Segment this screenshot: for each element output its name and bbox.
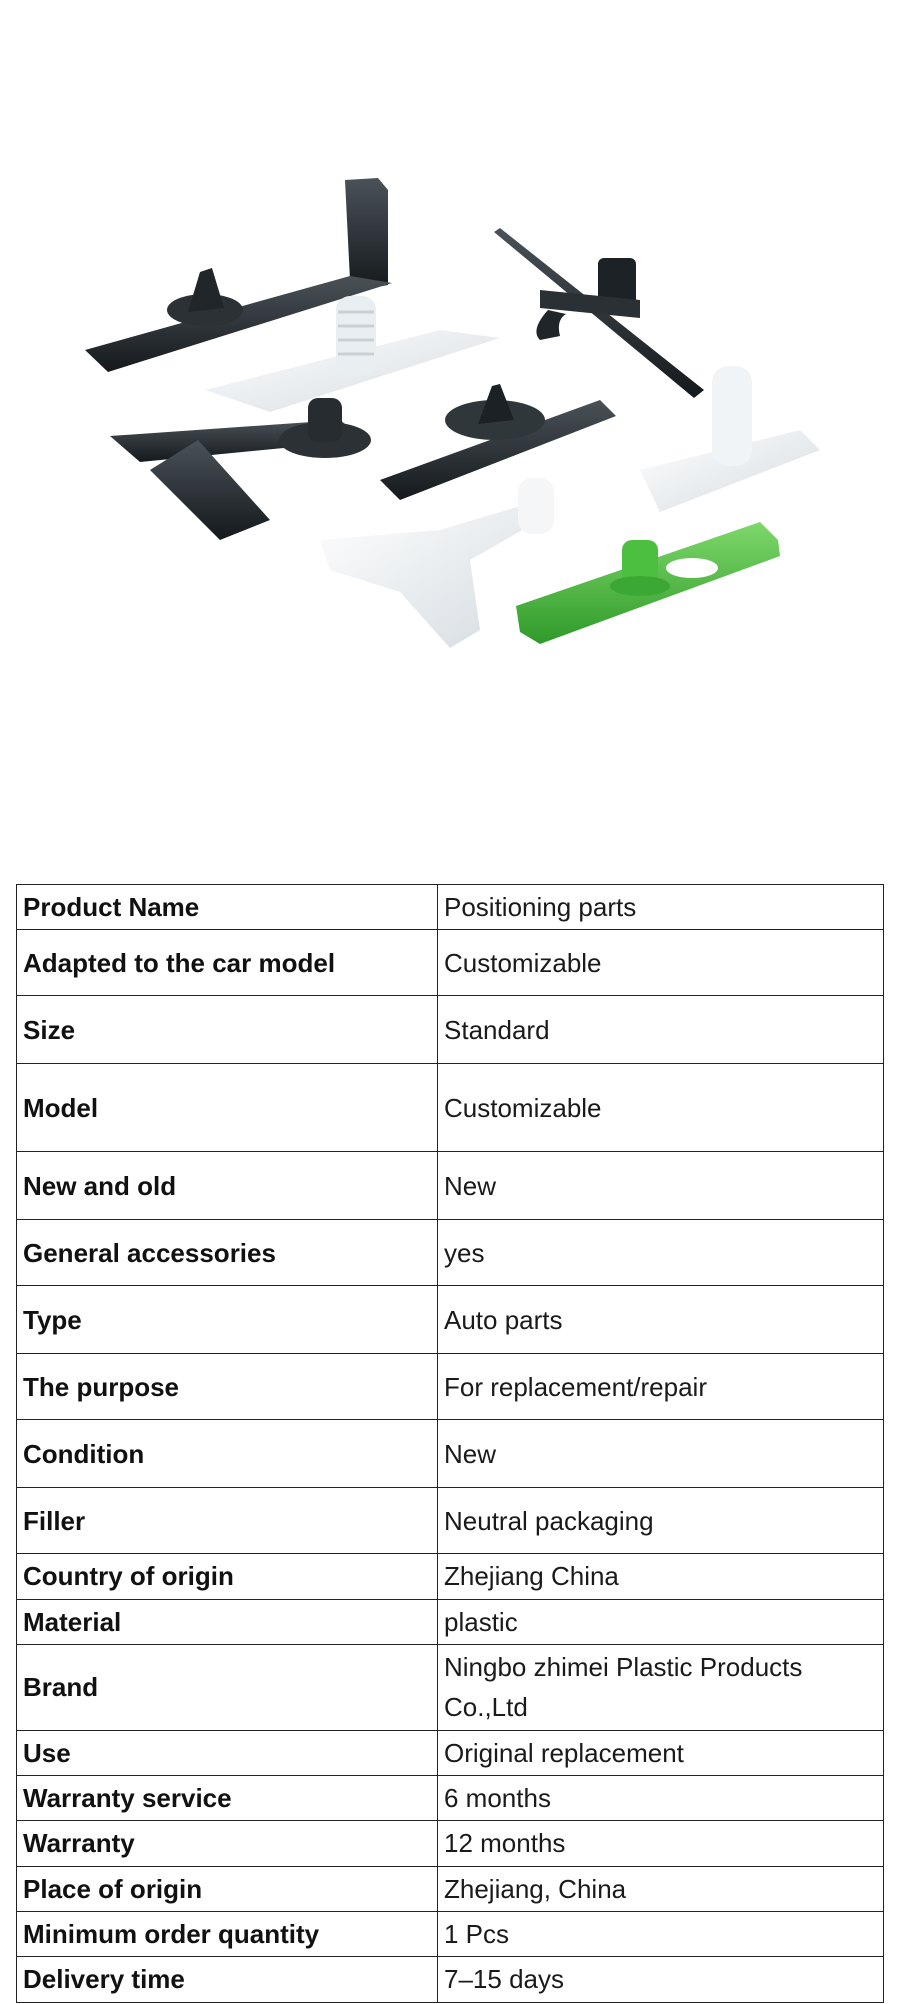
spec-value: New bbox=[437, 1151, 884, 1221]
spec-value: yes bbox=[437, 1219, 884, 1287]
spec-row-condition: Condition New bbox=[16, 1419, 884, 1489]
spec-row-brand: Brand Ningbo zhimei Plastic Products Co.… bbox=[16, 1643, 884, 1731]
spec-label: Size bbox=[16, 995, 438, 1065]
clip-black-l-shape bbox=[85, 178, 392, 372]
spec-value: 7–15 days bbox=[437, 1956, 884, 2003]
spec-label: Product Name bbox=[16, 883, 438, 931]
spec-value: 6 months bbox=[437, 1775, 884, 1822]
spec-value: Zhejiang China bbox=[437, 1553, 884, 1600]
spec-label: Model bbox=[16, 1063, 438, 1153]
spec-value: Customizable bbox=[437, 1063, 884, 1153]
spec-value: Original replacement bbox=[437, 1729, 884, 1777]
spec-label: The purpose bbox=[16, 1353, 438, 1421]
clip-black-t bbox=[110, 398, 371, 540]
spec-label: Type bbox=[16, 1285, 438, 1355]
spec-row-size: Size Standard bbox=[16, 995, 884, 1065]
spec-label: Warranty service bbox=[16, 1775, 438, 1822]
spec-value: For replacement/repair bbox=[437, 1353, 884, 1421]
spec-value: Standard bbox=[437, 995, 884, 1065]
spec-value: Positioning parts bbox=[437, 883, 884, 931]
spec-row-warranty: Warranty 12 months bbox=[16, 1820, 884, 1867]
spec-label: General accessories bbox=[16, 1219, 438, 1287]
spec-value: Customizable bbox=[437, 929, 884, 997]
spec-row-use: Use Original replacement bbox=[16, 1729, 884, 1777]
spec-row-new-and-old: New and old New bbox=[16, 1151, 884, 1221]
spec-label: Minimum order quantity bbox=[16, 1911, 438, 1958]
spec-label: Condition bbox=[16, 1419, 438, 1489]
clip-black-cone bbox=[380, 384, 616, 500]
spec-row-car-model: Adapted to the car model Customizable bbox=[16, 929, 884, 997]
spec-value: 1 Pcs bbox=[437, 1911, 884, 1958]
spec-label: Delivery time bbox=[16, 1956, 438, 2003]
spec-value: Neutral packaging bbox=[437, 1487, 884, 1555]
spec-value: 12 months bbox=[437, 1820, 884, 1867]
spec-value: plastic bbox=[437, 1598, 884, 1645]
spec-label: Brand bbox=[16, 1643, 438, 1731]
spec-value: Auto parts bbox=[437, 1285, 884, 1355]
spec-row-country-of-origin: Country of origin Zhejiang China bbox=[16, 1553, 884, 1600]
product-photo bbox=[85, 178, 820, 648]
spec-row-purpose: The purpose For replacement/repair bbox=[16, 1353, 884, 1421]
spec-row-material: Material plastic bbox=[16, 1598, 884, 1645]
spec-row-delivery-time: Delivery time 7–15 days bbox=[16, 1956, 884, 2003]
clip-black-cross bbox=[494, 228, 704, 398]
spec-value: Ningbo zhimei Plastic Products Co.,Ltd bbox=[437, 1643, 884, 1731]
spec-label: Adapted to the car model bbox=[16, 929, 438, 997]
spec-label: Filler bbox=[16, 1487, 438, 1555]
spec-label: Place of origin bbox=[16, 1865, 438, 1913]
spec-label: Country of origin bbox=[16, 1553, 438, 1600]
spec-label: New and old bbox=[16, 1151, 438, 1221]
clip-green bbox=[516, 522, 780, 644]
spec-row-type: Type Auto parts bbox=[16, 1285, 884, 1355]
spec-row-filler: Filler Neutral packaging bbox=[16, 1487, 884, 1555]
clip-white-right bbox=[640, 366, 820, 512]
spec-value: Zhejiang, China bbox=[437, 1865, 884, 1913]
spec-row-general-accessories: General accessories yes bbox=[16, 1219, 884, 1287]
spec-label: Material bbox=[16, 1598, 438, 1645]
clip-white-t bbox=[320, 478, 554, 648]
clip-white-screw bbox=[205, 296, 500, 412]
spec-label: Warranty bbox=[16, 1820, 438, 1867]
spec-value: New bbox=[437, 1419, 884, 1489]
spec-row-minimum-order-quantity: Minimum order quantity 1 Pcs bbox=[16, 1911, 884, 1958]
product-spec-table: Product Name Positioning parts Adapted t… bbox=[16, 883, 884, 2003]
spec-row-warranty-service: Warranty service 6 months bbox=[16, 1775, 884, 1822]
spec-row-place-of-origin: Place of origin Zhejiang, China bbox=[16, 1865, 884, 1913]
spec-row-product-name: Product Name Positioning parts bbox=[16, 883, 884, 931]
spec-label: Use bbox=[16, 1729, 438, 1777]
spec-row-model: Model Customizable bbox=[16, 1063, 884, 1153]
